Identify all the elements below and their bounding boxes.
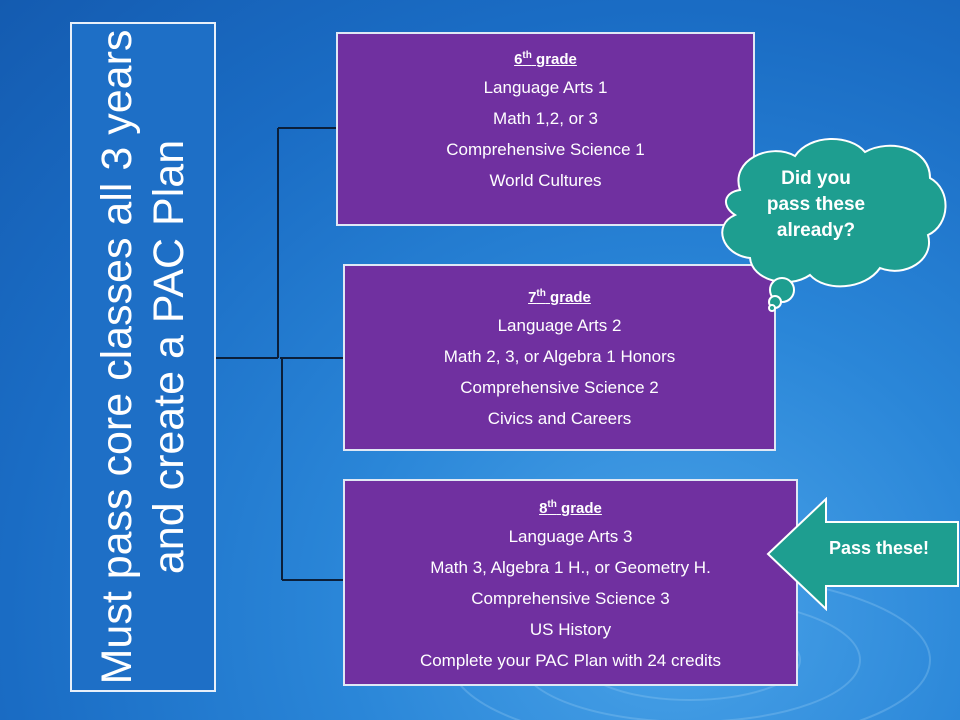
grade-8-heading: 8th grade	[539, 499, 602, 517]
grade-6-heading: 6th grade	[514, 50, 577, 68]
grade-8-box: 8th grade Language Arts 3 Math 3, Algebr…	[343, 479, 798, 686]
thought-cloud-text: Did you pass these already?	[766, 168, 866, 241]
grade-6-course: World Cultures	[489, 171, 602, 190]
callout-text: Pass these!	[828, 538, 930, 558]
grade-8-course: Complete your PAC Plan with 24 credits	[419, 651, 722, 670]
grade-7-course: Civics and Careers	[487, 409, 632, 428]
grade-6-course: Comprehensive Science 1	[446, 140, 645, 159]
title-box: Must pass core classes all 3 years and c…	[70, 22, 216, 692]
grade-6-box: 6th grade Language Arts 1 Math 1,2, or 3…	[336, 32, 755, 226]
grade-8-course: Comprehensive Science 3	[471, 589, 670, 608]
grade-7-heading: 7th grade	[528, 288, 591, 306]
title-text: Must pass core classes all 3 years and c…	[93, 29, 193, 685]
grade-7-box: 7th grade Language Arts 2 Math 2, 3, or …	[343, 264, 776, 451]
grade-6-course: Language Arts 1	[483, 78, 608, 97]
grade-8-course: Math 3, Algebra 1 H., or Geometry H.	[430, 558, 711, 577]
grade-6-course: Math 1,2, or 3	[493, 109, 598, 128]
grade-8-course: Language Arts 3	[508, 527, 633, 546]
grade-8-course: US History	[529, 620, 612, 639]
grade-7-course: Math 2, 3, or Algebra 1 Honors	[443, 347, 676, 366]
grade-7-course: Language Arts 2	[497, 316, 622, 335]
thought-cloud	[721, 138, 947, 312]
grade-7-course: Comprehensive Science 2	[460, 378, 659, 397]
left-arrow-callout	[766, 497, 959, 611]
